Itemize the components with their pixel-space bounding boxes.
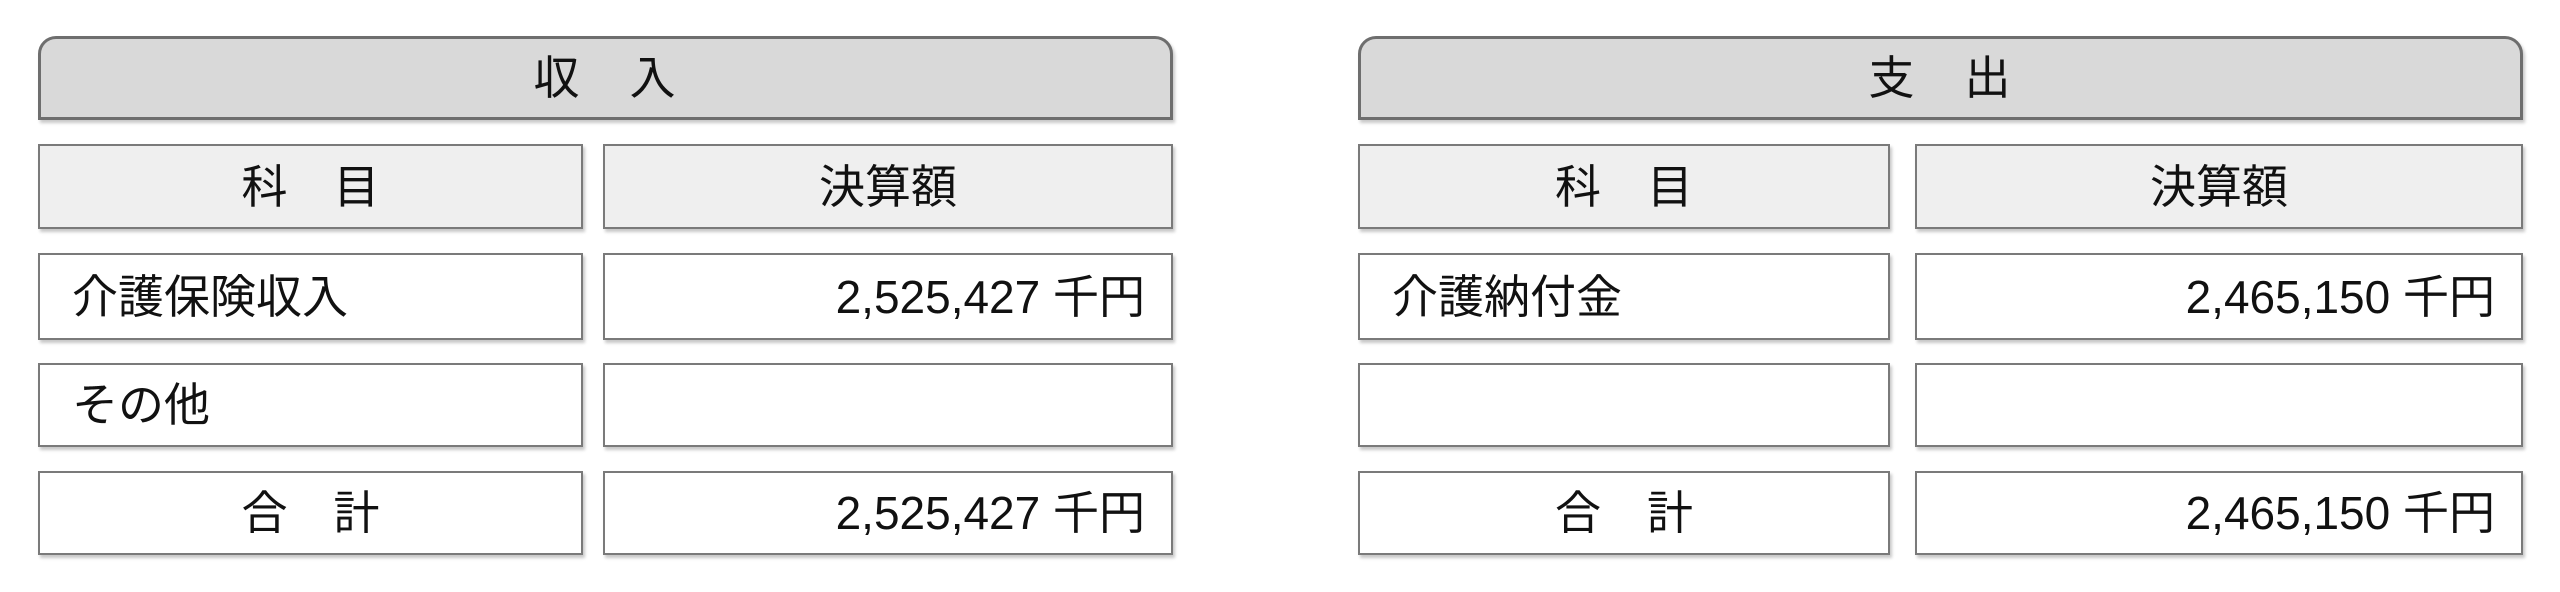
- expense-header-item: 科 目: [1358, 144, 1890, 229]
- expense-row2-amount-cell: [1915, 363, 2523, 447]
- expense-row1-item-cell: 介護納付金: [1358, 253, 1890, 340]
- income-row1-item-cell: 介護保険収入: [38, 253, 583, 340]
- income-total-amount-cell: 2,525,427 千円: [603, 471, 1173, 555]
- expense-row2-item-cell: [1358, 363, 1890, 447]
- income-row1-amount-cell: 2,525,427 千円: [603, 253, 1173, 340]
- income-header-item: 科 目: [38, 144, 583, 229]
- income-total-label-cell: 合 計: [38, 471, 583, 555]
- income-title-bar: 収 入: [38, 36, 1173, 120]
- income-row2-item-cell: その他: [38, 363, 583, 447]
- income-row2-amount-cell: [603, 363, 1173, 447]
- expense-row1-amount-cell: 2,465,150 千円: [1915, 253, 2523, 340]
- income-header-amount: 決算額: [603, 144, 1173, 229]
- expense-title-bar: 支 出: [1358, 36, 2523, 120]
- expense-header-amount: 決算額: [1915, 144, 2523, 229]
- expense-total-label-cell: 合 計: [1358, 471, 1890, 555]
- expense-total-amount-cell: 2,465,150 千円: [1915, 471, 2523, 555]
